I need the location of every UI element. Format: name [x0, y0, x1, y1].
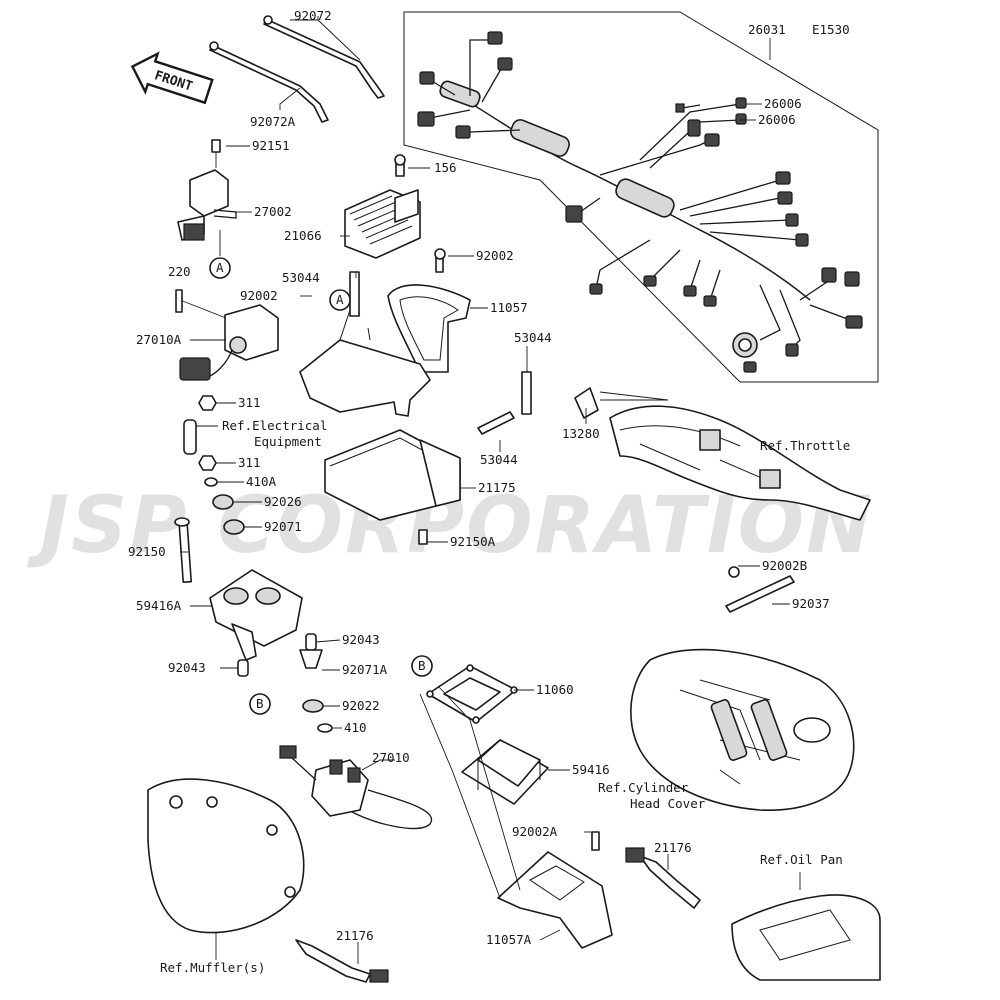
callout-letter-b1: B: [256, 696, 264, 711]
part-label-156: 156: [434, 160, 457, 175]
part-label-92071A: 92071A: [342, 662, 388, 677]
mount-59416: [461, 739, 549, 805]
part-label-92151: 92151: [252, 138, 290, 153]
part-label-92026: 92026: [264, 494, 302, 509]
part-label-92043-b: 92043: [168, 660, 206, 675]
cable-tie-92072: [263, 15, 385, 99]
part-label-26031: 26031: [748, 22, 786, 37]
part-label-11057: 11057: [490, 300, 528, 315]
part-label-92002A: 92002A: [512, 824, 558, 839]
sensor-27010: [279, 745, 433, 830]
ref-oil-pan: Ref.Oil Pan: [760, 852, 843, 867]
callout-letter-a1: A: [216, 260, 224, 275]
callout-letter-b2: B: [418, 658, 426, 673]
part-label-59416: 59416: [572, 762, 610, 777]
part-label-27010A: 27010A: [136, 332, 182, 347]
bolt-92150: [174, 517, 193, 584]
part-label-21176-a: 21176: [654, 840, 692, 855]
part-label-92002-a: 92002: [476, 248, 514, 263]
part-label-11060: 11060: [536, 682, 574, 697]
part-label-311-b: 311: [238, 455, 261, 470]
part-label-27002: 27002: [254, 204, 292, 219]
front-arrow-icon: FRONT: [130, 51, 214, 105]
ref-electrical-line2: Equipment: [254, 434, 322, 449]
part-label-21066: 21066: [284, 228, 322, 243]
part-label-92071: 92071: [264, 519, 302, 534]
mount-59416A: [209, 569, 333, 733]
part-label-410: 410: [344, 720, 367, 735]
part-labels: 92072 92072A 92151 27002 156 21066 92002…: [128, 8, 830, 947]
part-label-26006-b: 26006: [758, 112, 796, 127]
part-label-53044-c: 53044: [480, 452, 518, 467]
wire-harness-group: [403, 11, 879, 383]
rod-53044-diagonal: [477, 411, 515, 435]
ref-cylinder-head-line1: Ref.Cylinder: [598, 780, 689, 795]
part-label-92072A: 92072A: [250, 114, 296, 129]
ecu-21175: [324, 429, 461, 545]
throttle-body: [574, 387, 871, 521]
part-label-311-a: 311: [238, 395, 261, 410]
figure-code: E1530: [812, 22, 850, 37]
muffler: [147, 778, 389, 983]
relay-27002: [177, 139, 237, 241]
part-label-13280: 13280: [562, 426, 600, 441]
callout-circles: A A B B: [209, 257, 433, 715]
part-label-53044-a: 53044: [282, 270, 320, 285]
ref-throttle: Ref.Throttle: [760, 438, 850, 453]
ref-muffler: Ref.Muffler(s): [160, 960, 265, 975]
reference-labels: Ref.Electrical Equipment Ref.Throttle Re…: [160, 418, 850, 975]
cable-tie-92072A: [209, 41, 329, 123]
part-label-92043-a: 92043: [342, 632, 380, 647]
bracket-11057: [387, 248, 471, 373]
gasket-11060: [426, 664, 518, 724]
part-label-220: 220: [168, 264, 191, 279]
cylinder-head-cover: [630, 566, 855, 811]
part-label-53044-b: 53044: [514, 330, 552, 345]
part-label-92072: 92072: [294, 8, 332, 23]
part-label-21176-b: 21176: [336, 928, 374, 943]
part-label-92150A: 92150A: [450, 534, 496, 549]
regulator-21066: [344, 154, 421, 259]
ref-electrical-line1: Ref.Electrical: [222, 418, 327, 433]
part-label-59416A: 59416A: [136, 598, 182, 613]
part-label-92002B: 92002B: [762, 558, 807, 573]
part-label-26006-a: 26006: [764, 96, 802, 111]
part-label-21175: 21175: [478, 480, 516, 495]
hardware-nuts: [183, 395, 245, 535]
part-label-92037: 92037: [792, 596, 830, 611]
part-label-410A: 410A: [246, 474, 277, 489]
battery-tray: [299, 309, 431, 417]
leader-lines: [180, 16, 801, 964]
sensor-27010A: [175, 289, 279, 381]
part-label-92150: 92150: [128, 544, 166, 559]
bracket-11057A: [497, 831, 613, 949]
rod-53044-vertical: [349, 271, 532, 415]
callout-letter-a2: A: [336, 292, 344, 307]
part-label-11057A: 11057A: [486, 932, 532, 947]
part-label-27010: 27010: [372, 750, 410, 765]
part-label-92002-b: 92002: [240, 288, 278, 303]
oil-pan: [625, 847, 881, 981]
part-label-92022: 92022: [342, 698, 380, 713]
ref-cylinder-head-line2: Head Cover: [630, 796, 706, 811]
